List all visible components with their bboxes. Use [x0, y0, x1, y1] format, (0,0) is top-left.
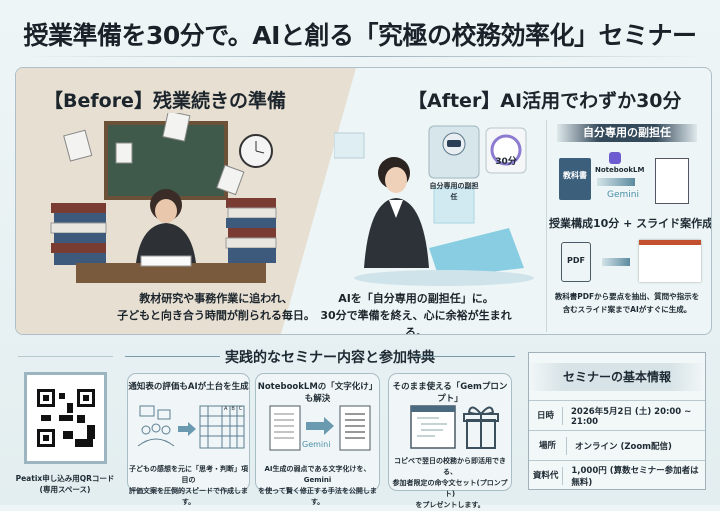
robot-label: 自分専用の副担任 — [429, 182, 479, 201]
title-divider — [20, 56, 710, 57]
info-value: 2026年5月2日 (土) 20:00 ~ 21:00 — [570, 406, 692, 427]
arrow-icon — [602, 258, 630, 266]
qr-caption: Peatix申し込み用QRコード (専用スペース) — [5, 473, 125, 495]
assistant-banner: 自分専用の副担任 — [557, 124, 697, 142]
before-heading: 【Before】残業続きの準備 — [44, 90, 286, 112]
feature-card-gemini: NotebookLMの「文字化け」も解決 Gemini AI生成の弱点である文字… — [255, 373, 380, 506]
after-heading: 【After】AI活用でわずか30分 — [408, 90, 682, 112]
after-illustration — [334, 125, 534, 286]
assistant-caption-line2: 含むスライド案までAIがすぐに生成。 — [562, 305, 692, 314]
gemini-label: Gemini — [302, 440, 331, 449]
pdf-label: PDF — [567, 256, 585, 265]
info-label: 資料代 — [529, 466, 564, 485]
info-title: セミナーの基本情報 — [529, 363, 705, 391]
section-divider — [415, 356, 515, 357]
before-caption: 教材研究や事務作業に追われ、子どもと向き合う時間が削られる毎日。 — [116, 290, 316, 324]
prompt-gift-icon — [410, 405, 499, 449]
section-divider — [125, 356, 220, 357]
info-label: 日時 — [529, 406, 563, 425]
feedback-to-table-icon — [137, 405, 245, 449]
card-line: AI生成の弱点である文字化けを、Gemini — [264, 465, 371, 484]
table-header: B — [231, 406, 235, 412]
assistant-caption-line1: 教科書PDFから要点を抽出、質問や指示を — [554, 292, 700, 301]
section-title: 実践的なセミナー内容と参加特典 — [225, 350, 435, 366]
slide-preview-icon — [639, 240, 701, 282]
info-value: オンライン (Zoom配信) — [575, 441, 672, 452]
card-description: AI生成の弱点である文字化けを、Gemini を使って賢く修正する手法を公開します… — [256, 464, 379, 508]
tool-notebooklm: NotebookLM — [595, 166, 645, 174]
card-line: 評価文案を圧倒的スピードで作成します。 — [129, 487, 248, 506]
pdf-icon: PDF — [561, 242, 591, 282]
card-description: コピペで翌日の校務から即活用できる、参加者限定の命令文セット(プロンプト) をプレ… — [389, 456, 511, 511]
assistant-headline: 授業構成10分 + スライド案作成 — [549, 217, 712, 230]
section-divider — [18, 356, 113, 357]
qr-caption-line2: (専用スペース) — [39, 485, 91, 494]
info-value: 1,000円 (算数セミナー参加者は無料) — [571, 465, 699, 488]
page-title: 授業準備を30分で。AIと創る「究極の校務効率化」セミナー — [23, 21, 697, 50]
card-description: 子どもの感想を元に「思考・判断」項目の評価文案を圧倒的スピードで作成します。 — [128, 464, 249, 508]
card-line: を使って賢く修正する手法を公開します。 — [258, 487, 377, 506]
card-title: NotebookLMの「文字化け」も解決 — [257, 382, 378, 404]
after-caption-line2: 30分で準備を終え、心に余裕が生まれる。 — [320, 309, 512, 335]
timer-label: 30分 — [495, 157, 517, 167]
card-line: 子どもの感想を元に「思考・判断」項目の — [129, 465, 248, 484]
before-illustration — [50, 113, 277, 283]
arrow-icon — [597, 178, 635, 186]
qr-code-image — [37, 389, 95, 447]
card-title: そのまま使える「Gemプロンプト」 — [392, 382, 508, 404]
info-label: 場所 — [529, 436, 567, 455]
notebooklm-icon — [609, 152, 621, 164]
table-header: A — [224, 406, 228, 412]
info-row-place: 場所オンライン (Zoom配信) — [529, 430, 705, 460]
before-caption-line2: 子どもと向き合う時間が削られる毎日。 — [117, 309, 315, 322]
qr-caption-line1: Peatix申し込み用QRコード — [15, 474, 115, 483]
card-line: 参加者限定の命令文セット(プロンプト) — [392, 479, 508, 498]
garbled-to-clean-doc-icon — [269, 405, 371, 451]
after-caption: AIを「自分専用の副担任」に。 30分で準備を終え、心に余裕が生まれる。 — [316, 290, 516, 335]
book-label: 教科書 — [563, 171, 587, 180]
table-header: C — [238, 406, 243, 412]
feature-card-prompt: そのまま使える「Gemプロンプト」 コピペで翌日の校務から即活用できる、参加者限… — [388, 373, 512, 509]
before-after-panel: 【Before】残業続きの準備 教材研究や事務作業に追われ、子どもと向き合う時間… — [15, 67, 712, 335]
card-title: 通知表の評価もAIが土台を生成 — [128, 382, 249, 392]
info-row-fee: 資料代 1,000円 (算数セミナー参加者は無料) — [529, 460, 705, 490]
card-line: をプレゼントします。 — [415, 501, 485, 509]
before-caption-line1: 教材研究や事務作業に追われ、 — [139, 292, 293, 305]
qr-code[interactable] — [24, 372, 107, 464]
document-icon — [655, 158, 689, 204]
assistant-panel: 自分専用の副担任 教科書 NotebookLM Gemini 授業構成10分 +… — [546, 120, 711, 332]
book-icon: 教科書 — [559, 158, 591, 200]
card-line: コピペで翌日の校務から即活用できる、 — [394, 457, 506, 476]
after-caption-line1: AIを「自分専用の副担任」に。 — [338, 292, 494, 305]
assistant-caption: 教科書PDFから要点を抽出、質問や指示を含むスライド案までAIがすぐに生成。 — [547, 290, 707, 316]
tool-gemini: Gemini — [607, 190, 639, 200]
info-row-date: 日時 2026年5月2日 (土) 20:00 ~ 21:00 — [529, 400, 705, 430]
